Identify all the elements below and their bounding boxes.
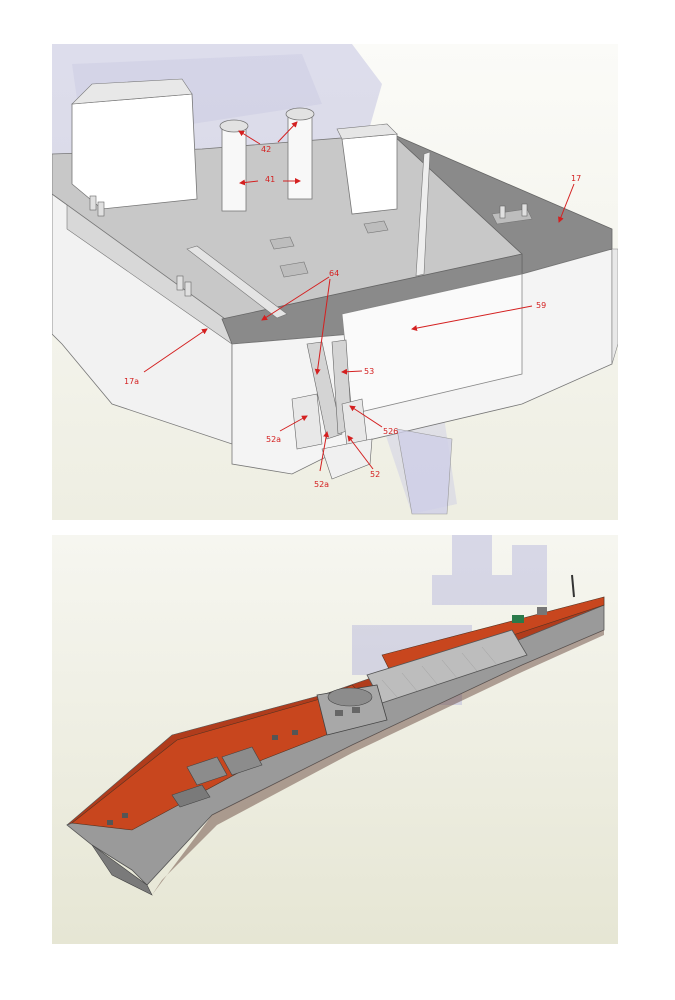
stern-gate-assembly [291,339,373,480]
callout-41: 41 [265,175,275,184]
callout-52a-bottom: 52a [314,480,329,489]
callout-526: 526 [383,427,398,436]
callout-59: 59 [536,301,546,310]
deckhouse-right [341,133,398,215]
forward-superstructure [316,684,388,736]
callout-17a: 17a [124,377,139,386]
ship-render-drawing [66,535,605,896]
callout-arrows [143,121,575,472]
superstructure-block [71,93,198,210]
stern-model-drawing: 42 41 17 64 59 53 17a 526 52a 52a 52 [52,44,618,515]
rudder [396,428,453,515]
bollards [89,195,528,297]
ship-render [52,535,618,944]
callout-53: 53 [364,367,374,376]
hull-side [66,604,605,886]
mast-pole [415,151,431,277]
callout-52: 52 [370,470,380,479]
callout-52a-left: 52a [266,435,281,444]
callout-64: 64 [329,269,339,278]
crane-rail-64 [186,245,288,319]
callout-17: 17 [571,174,581,183]
aft-deck-fittings [512,574,575,623]
bow-fittings [107,730,298,825]
stern-model-diagram: 42 41 17 64 59 53 17a 526 52a 52a 52 [52,44,618,520]
bow-hatches [171,746,263,808]
exhaust-stacks [219,107,315,212]
callout-42: 42 [261,145,271,154]
